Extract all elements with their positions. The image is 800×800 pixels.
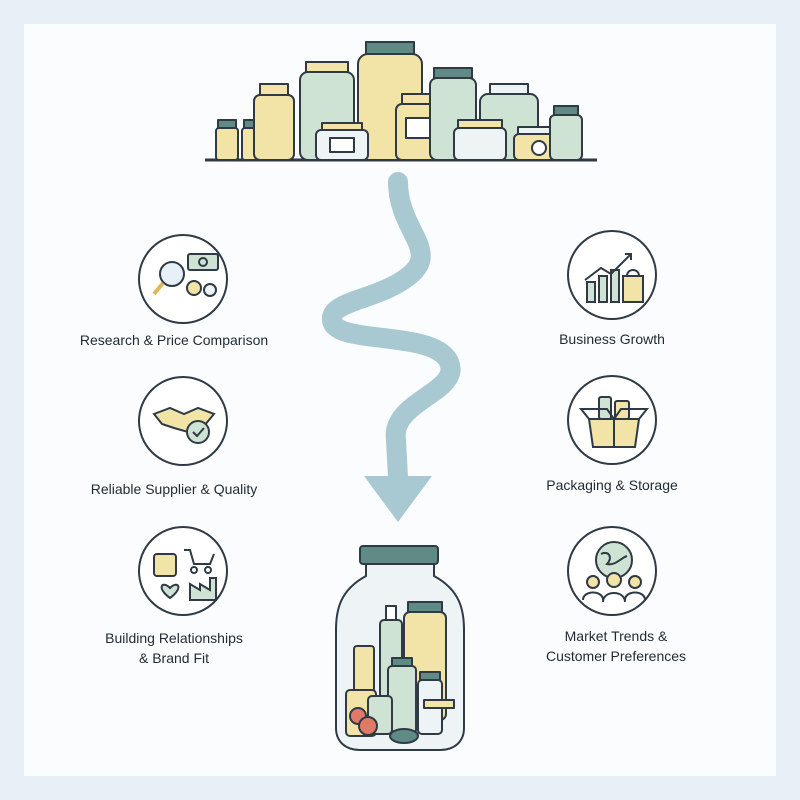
left-item-relationships-label-1: Building Relationships [105,630,243,646]
open-box-jars-icon [567,375,657,465]
right-item-growth-label: Business Growth [559,331,665,347]
right-item-market-label-2: Customer Preferences [545,648,687,664]
puzzle-cart-factory-icon [138,526,228,616]
globe-customers-icon [567,526,657,616]
right-item-market-label-1: Market Trends & [564,628,668,644]
left-item-relationships-label-2: & Brand Fit [138,650,210,666]
left-item-supplier-label: Reliable Supplier & Quality [90,481,258,497]
growth-chart-bag-icon [567,230,657,320]
left-item-research-label: Research & Price Comparison [79,332,269,348]
handshake-checkmark-icon [138,376,228,466]
magnifier-money-gears-icon [138,234,228,324]
right-item-packaging-label: Packaging & Storage [546,477,678,493]
